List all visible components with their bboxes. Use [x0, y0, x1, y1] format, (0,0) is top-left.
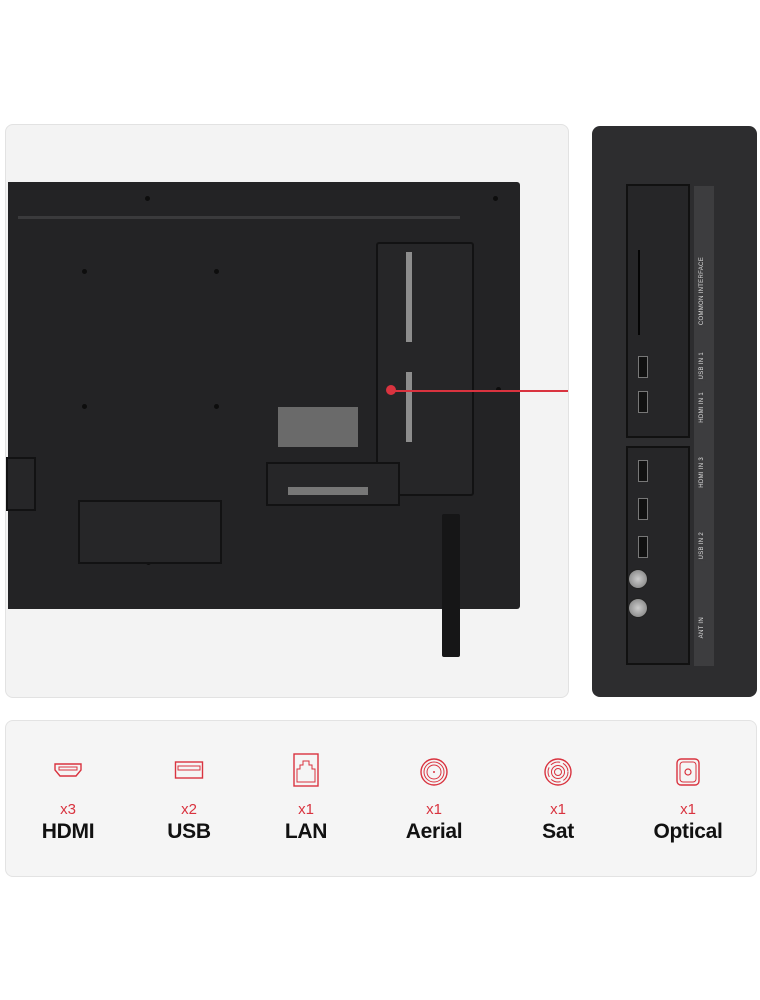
hdmi-in-1-label: HDMI IN 1	[698, 391, 706, 424]
side-bracket	[6, 457, 36, 511]
hdmi-icon	[54, 763, 82, 777]
ant-in-label: ANT IN	[698, 616, 706, 640]
rating-label	[278, 407, 358, 447]
sat-connector	[628, 598, 648, 618]
connections-summary: x3 HDMI x2 USB x1 LAN x1 Aerial x1 Sat x…	[5, 720, 757, 877]
speaker-panel	[78, 500, 222, 564]
tv-rear-view-panel	[5, 124, 569, 698]
connection-count: x2	[181, 801, 197, 818]
hdmi-port	[638, 498, 648, 520]
tv-stand-leg	[442, 514, 460, 657]
aerial-connector	[628, 569, 648, 589]
ci-slot	[638, 250, 640, 335]
callout-line	[391, 390, 568, 392]
optical-icon	[676, 758, 700, 786]
usb-port	[638, 356, 648, 378]
vesa-mount-hole	[214, 404, 219, 409]
hdmi-in-3-label: HDMI IN 3	[698, 456, 706, 489]
usb-port	[638, 536, 648, 558]
usb-in-1-label: USB IN 1	[698, 351, 706, 381]
power-cover	[266, 462, 400, 506]
connection-count: x1	[550, 801, 566, 818]
connection-count: x1	[426, 801, 442, 818]
port-cover	[376, 242, 474, 496]
screw	[493, 196, 498, 201]
port-label-strip	[406, 252, 412, 342]
lower-port-bay	[626, 446, 690, 665]
aerial-icon	[420, 758, 448, 786]
connection-name: HDMI	[41, 820, 95, 843]
hdmi-port	[638, 460, 648, 482]
common-interface-label: COMMON INTERFACE	[698, 256, 706, 327]
usb-in-2-label: USB IN 2	[698, 531, 706, 561]
callout-marker	[386, 385, 396, 395]
sat-icon	[544, 758, 572, 786]
connection-name: LAN	[284, 820, 328, 843]
hdmi-port	[638, 391, 648, 413]
screw	[496, 387, 501, 392]
connection-name: USB	[167, 820, 211, 843]
connection-count: x1	[298, 801, 314, 818]
port-label-strip	[406, 372, 412, 442]
tv-top-edge	[18, 216, 460, 219]
connection-count: x1	[680, 801, 696, 818]
vesa-mount-hole	[82, 269, 87, 274]
screw	[145, 196, 150, 201]
connection-name: Optical	[653, 820, 723, 843]
tv-rear-image	[6, 182, 520, 609]
connection-name: Aerial	[405, 820, 463, 843]
connection-count: x3	[60, 801, 76, 818]
connection-name: Sat	[542, 820, 574, 843]
lan-icon	[293, 753, 319, 787]
upper-port-bay	[626, 184, 690, 438]
usb-icon	[174, 761, 204, 779]
power-label	[288, 487, 368, 495]
vesa-mount-hole	[82, 404, 87, 409]
vesa-mount-hole	[214, 269, 219, 274]
port-closeup-panel: COMMON INTERFACE HDMI IN 1 USB IN 1 HDMI…	[592, 126, 757, 697]
